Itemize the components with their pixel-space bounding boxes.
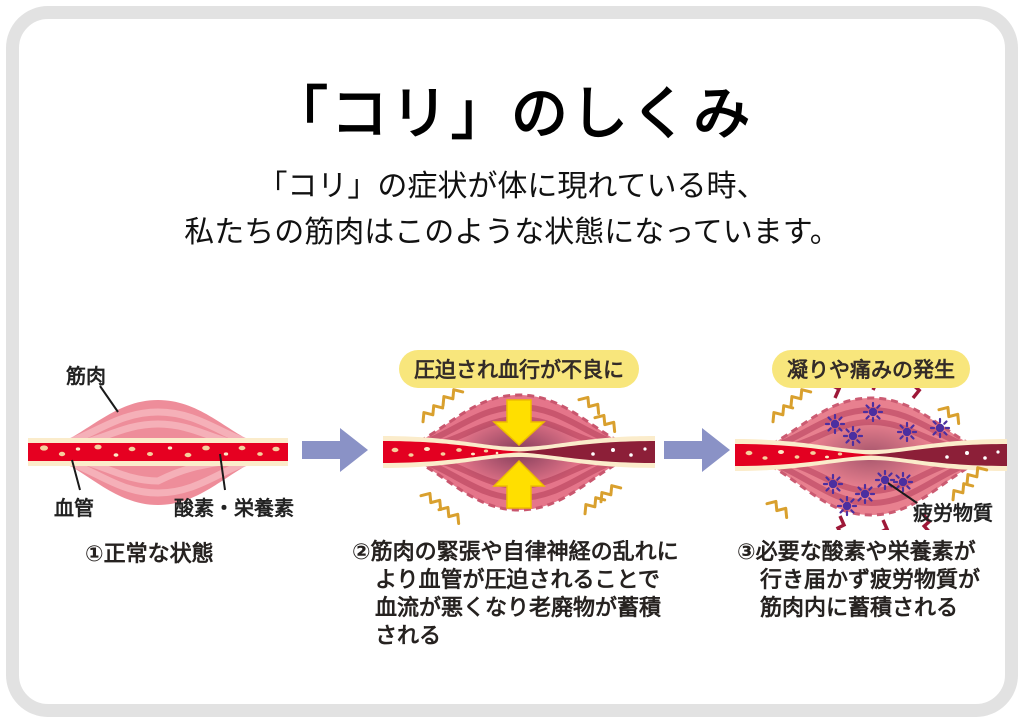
flow-arrow-icon bbox=[664, 428, 730, 472]
stage-3-caption: ③必要な酸素や栄養素が 行き届かず疲労物質が 筋肉内に蓄積される bbox=[737, 539, 980, 623]
nutrients-label: 酸素・栄養素 bbox=[174, 496, 294, 520]
caption-line: 行き届かず疲労物質が bbox=[760, 568, 981, 593]
stage-2-caption: ②筋肉の緊張や自律神経の乱れに より血管が圧迫されることで 血流が悪くなり老廃物… bbox=[352, 539, 679, 651]
caption-line: ③必要な酸素や栄養素が bbox=[737, 540, 976, 565]
muscle-illustration-compressed bbox=[383, 388, 655, 525]
subtitle: 「コリ」の症状が体に現れている時、 私たちの筋肉はこのような状態になっています。 bbox=[0, 164, 1024, 256]
tension-squiggle-icons bbox=[419, 388, 623, 525]
caption-line: 血流が悪くなり老廃物が蓄積 bbox=[375, 596, 662, 621]
muscle-label: 筋肉 bbox=[66, 364, 106, 388]
stage-1-normal: 筋肉 血管 酸素・栄養素 bbox=[28, 362, 294, 532]
flow-arrow-icon bbox=[302, 428, 368, 472]
fatigue-label: 疲労物質 bbox=[913, 501, 993, 525]
page-title: 「コリ」のしくみ bbox=[270, 81, 754, 147]
blood-vessel-pinched bbox=[383, 441, 655, 463]
nutrient-dots bbox=[40, 444, 280, 458]
caption-line: 筋肉内に蓄積される bbox=[760, 596, 959, 621]
tension-squiggle-icons bbox=[765, 388, 989, 519]
pointer-line bbox=[887, 482, 918, 504]
compression-arrow-up-icon bbox=[492, 459, 546, 509]
pointer-lines bbox=[71, 385, 226, 491]
nutrient-dots-congested bbox=[391, 447, 647, 457]
subtitle-line-1: 「コリ」の症状が体に現れている時、 bbox=[257, 169, 767, 204]
subtitle-line-2: 私たちの筋肉はこのような状態になっています。 bbox=[184, 215, 840, 250]
nutrient-dots-congested bbox=[745, 450, 1000, 460]
caption-line: ②筋肉の緊張や自律神経の乱れに bbox=[352, 540, 679, 565]
caption-line: より血管が圧迫されることで bbox=[375, 568, 660, 593]
blood-vessel bbox=[28, 443, 288, 461]
compression-arrow-down-icon bbox=[492, 399, 546, 447]
caption-line: される bbox=[375, 624, 442, 649]
stage-2-compressed: 圧迫され血行が不良に bbox=[383, 350, 655, 525]
vessel-label: 血管 bbox=[54, 496, 94, 520]
blood-vessel-pinched bbox=[735, 444, 1007, 466]
stage-2-badge: 圧迫され血行が不良に bbox=[399, 350, 639, 388]
stage-1-caption: ①正常な状態 bbox=[85, 542, 214, 567]
stage-3-pain: 凝りや痛みの発生 疲労物質 bbox=[735, 350, 1007, 530]
muscle-illustration-normal bbox=[28, 385, 288, 505]
stage-3-badge: 凝りや痛みの発生 bbox=[772, 350, 970, 388]
